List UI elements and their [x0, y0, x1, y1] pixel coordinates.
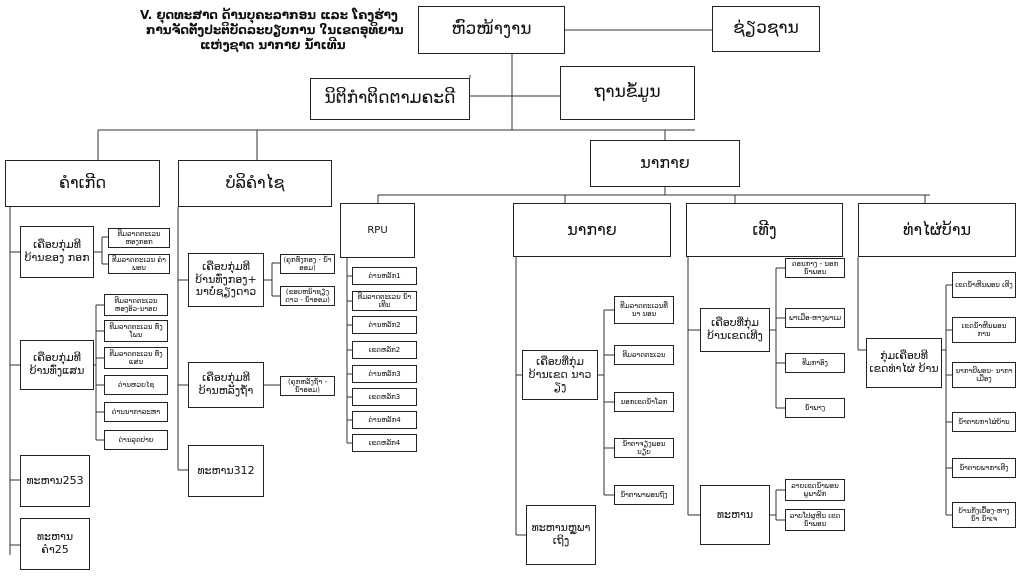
node-tp-g1-b: ເຂດນ້ຳຫີນພອນ ການ: [952, 317, 1016, 343]
node-nk-g1-b: ທີມລາດຕະເວນ: [614, 345, 674, 365]
node-rpu-7: ດ່ານຫລັກ4: [352, 411, 417, 429]
node-kk-g2-b: ທີມລາດຕະເວນ ທົ່ງໂພນ: [104, 320, 168, 342]
node-rpu: RPU: [340, 203, 415, 258]
node-tp-g1-d: ນໍ້າຕາຍກາໄຜ່ບ້ານ: [952, 412, 1016, 432]
node-thaphabat: ທ່າໄຜ່ບ້ານ: [858, 203, 1016, 257]
node-advisor: ຊ່ຽວຊານ: [712, 6, 820, 52]
node-tp-g1-a: ເຂດນ້ຳຫີນພອນ ເທີງ: [952, 272, 1016, 298]
node-tg-army: ທະຫານ: [700, 485, 770, 545]
node-rpu-3: ດ່ານຫລັກ2: [352, 316, 417, 334]
node-nk-g1-a: ທີມລາດຕະເວນທີ່ນາ ນອນ: [614, 296, 674, 324]
node-rpu-4: ເຂດຫລັກ2: [352, 341, 417, 359]
node-kk-army-25: ທະຫານ ຄຳ25: [20, 518, 90, 570]
node-bx-g1-a: (ຄຸກທົ່ງກອງ - ນໍ້າອອມ): [280, 254, 335, 274]
node-tp-g1-c: ນາກາຍີພອນ- ນາກາເມືອງ: [952, 362, 1016, 388]
node-nk-army: ທະຫານຫຼູພາ ເຖິງ: [526, 505, 596, 565]
node-tg-g1-c: ທີມກາອົງ: [785, 353, 845, 373]
node-tg-g1-d: ນໍ້າພາງ: [785, 398, 845, 418]
node-kk-g1-a: ທີມລາດຕະເວນ ຫອງກອກ: [108, 228, 170, 248]
node-law: ນິຕິກຳຕິດຕາມຄະດີ: [310, 78, 470, 120]
node-nakai-district: ນາກາຍ: [513, 203, 671, 257]
node-kk-g2-d: ດ່ານຫວຍໄຊ: [104, 375, 168, 395]
node-kk-group-1: ເຄືອບກຸ່ມທີ ບ້ານຂອງ ກອກ: [20, 226, 94, 278]
node-rpu-6: ເຂດຫລັກ3: [352, 388, 417, 406]
node-bx-g2-a: (ຄຸກຫລັງຖ້ຳ - ນໍ້າອອມ): [280, 376, 335, 396]
node-kk-army-253: ທະຫານ253: [20, 455, 90, 507]
title-line-2: ການຈັດຕັ້ງປະຕິບັດລະບຽບການ ໃນເຂດອຸທິຍານ: [146, 23, 404, 37]
node-rpu-1: ດ່ານຫລັກ1: [352, 267, 417, 285]
node-tg-g1-b: ພາເມືອ-ຫາງພາເມ: [785, 308, 845, 328]
node-tp-g1-f: ບ້ານກັງເບື້ອງ-ຫາງນໍ້າ ນໍ້າເຈ: [952, 502, 1016, 528]
node-bx-g1-b: (ຂອບຫນ້າຊຽງ ດາວ - ນໍ້າອອມ): [280, 286, 335, 306]
node-bx-army-312: ທະຫານ312: [188, 445, 264, 497]
node-kk-g1-b: ທີມລາດຕະເວນ ຄຳພອນ: [108, 254, 170, 274]
node-rpu-2: ທີມລາດຕະເວນ ນ້ຳເທີນ: [352, 291, 417, 311]
node-rpu-8: ເຂດຫລັກ4: [352, 434, 417, 452]
node-kk-g2-a: ທີມລາດຕະເວນ ຫອງອ້ວ-ນາອຍ: [104, 294, 168, 316]
node-tg-g1-a: ດອນກາງ - ນອກນໍ້າພອນ: [785, 258, 845, 278]
node-database: ຖານຂໍ້ມູນ: [560, 66, 695, 120]
node-khamkeut: ຄຳເກີດ: [5, 160, 160, 207]
node-tg-army-b: ລາຍໂປຜູຫີນ ເຂດນ້ຳພອນ: [785, 509, 845, 531]
node-theng-district: ເທີງ: [686, 203, 843, 257]
node-tp-group-1: ກຸ່ມເຄືອບທີ ເຂດທ່າໄຜ່ ບ້ານ: [866, 338, 942, 388]
node-nk-group-1: ເຄືອບທີ່ກຸ່ມ ບ້ານເຂດ ນາວຽງ: [522, 350, 598, 400]
node-bx-group-2: ເຄືອບກຸ່ມທີ ບ້ານຫລັງຖ້ຳ: [188, 362, 264, 408]
title-line-1: V. ຍຸດທະສາດ ດ້ານບຸຄະລາກອນ ແລະ ໂຄງຮ່າງ: [140, 8, 398, 22]
node-tp-g1-e: ນໍ້າຕາຍພາກາເທີງ: [952, 458, 1016, 478]
node-tg-group-1: ເຄືອບທີ່ກຸ່ມ ບ້ານເຂດເທີງ: [700, 308, 770, 352]
node-nakai: ນາກາຍ: [590, 140, 740, 187]
node-bx-group-1: ເຄືອບກຸ່ມທີ ບ້ານທົ່ງກອງ+ ນາບໍ່ຊຽງດາວ: [188, 253, 264, 307]
diagram-title: V. ຍຸດທະສາດ ດ້ານບຸຄະລາກອນ ແລະ ໂຄງຮ່າງ ກາ…: [140, 8, 420, 53]
title-line-3: ແຫ່ງຊາດ ນາກາຍ ນ້ຳເທີນ: [200, 38, 346, 52]
node-nk-g1-d: ນໍ້າຕາຈຽງພອນນຽບ: [614, 438, 674, 458]
node-kk-g2-c: ທີມລາດຕະເວນ ທົ່ງແສນ: [104, 347, 168, 369]
node-kk-g2-f: ດ່ານລຸດປາຍ: [104, 430, 168, 450]
node-nk-g1-c: ນອກເຂດນ້ຳໂລກ: [614, 392, 674, 412]
node-hq: ຫົວໜ້າງານ: [418, 6, 565, 54]
node-tg-army-a: ລາຍເຂດນ້ຳພອນ ພູພາພັກ: [785, 479, 845, 501]
node-bolikhamxay: ບໍລິຄຳໄຊ: [178, 160, 332, 207]
node-kk-g2-e: ດ່ານນາກາລະຫາ: [104, 402, 168, 422]
node-rpu-5: ດ່ານຫລັກ3: [352, 365, 417, 383]
node-nk-g1-e: ນໍ້າຕາພາພອນຖົງ: [614, 485, 674, 505]
node-kk-group-2: ເຄືອບກຸ່ມທີ ບ້ານທົ່ງແສນ: [20, 340, 94, 390]
